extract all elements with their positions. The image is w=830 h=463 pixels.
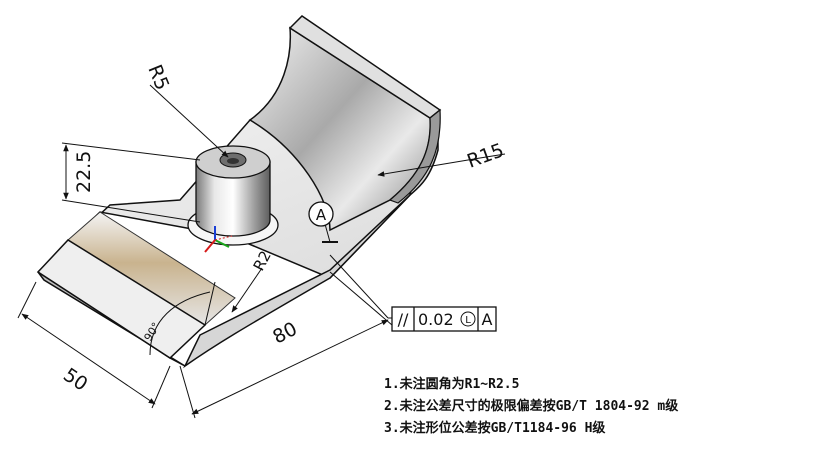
parallelism-symbol: // [398, 310, 409, 329]
r15-leader [377, 157, 481, 177]
coordinate-triad-icon [204, 226, 233, 253]
length-dim-line [191, 319, 389, 415]
height-label: 22.5 [73, 151, 95, 193]
tolerance-leader [329, 254, 389, 319]
datum-a-symbol: A [308, 201, 334, 227]
note-3: 3.未注形位公差按GB/T1184-96 H级 [384, 421, 606, 436]
note-2: 2.未注公差尺寸的极限偏差按GB/T 1804-92 m级 [384, 399, 679, 414]
tolerance-datum: A [482, 310, 493, 329]
boss-side [195, 161, 271, 237]
height-ext-bottom [61, 199, 201, 223]
length-label: 80 [269, 318, 301, 349]
width-dim-line [21, 313, 156, 405]
r15-label: R15 [464, 139, 507, 172]
r5-label: R5 [143, 62, 173, 94]
note-1: 1.未注圆角为R1~R2.5 [384, 377, 520, 392]
technical-notes: 1.未注圆角为R1~R2.5 2.未注公差尺寸的极限偏差按GB/T 1804-9… [384, 374, 824, 440]
r2-leader [231, 267, 263, 313]
length-ext-far [329, 271, 393, 326]
r5-leader [149, 84, 229, 158]
tolerance-frame: // 0.02 L A [391, 306, 497, 332]
dimension-lines [17, 84, 506, 419]
lmc-modifier-icon [460, 311, 476, 327]
width-ext-near [17, 281, 37, 319]
height-ext-top [61, 142, 201, 161]
datum-leader [324, 223, 331, 243]
tolerance-modifier: L [465, 315, 471, 326]
width-ext-far [151, 365, 171, 409]
wall-outer-edge [388, 108, 441, 204]
cylinder-boss [187, 145, 279, 246]
boss-hole-inner [227, 158, 239, 164]
tolerance-value: 0.02 [418, 310, 454, 329]
angle-arc [149, 291, 211, 356]
width-label: 50 [59, 364, 91, 396]
length-ext-near [179, 365, 196, 419]
datum-a-label: A [316, 206, 327, 224]
